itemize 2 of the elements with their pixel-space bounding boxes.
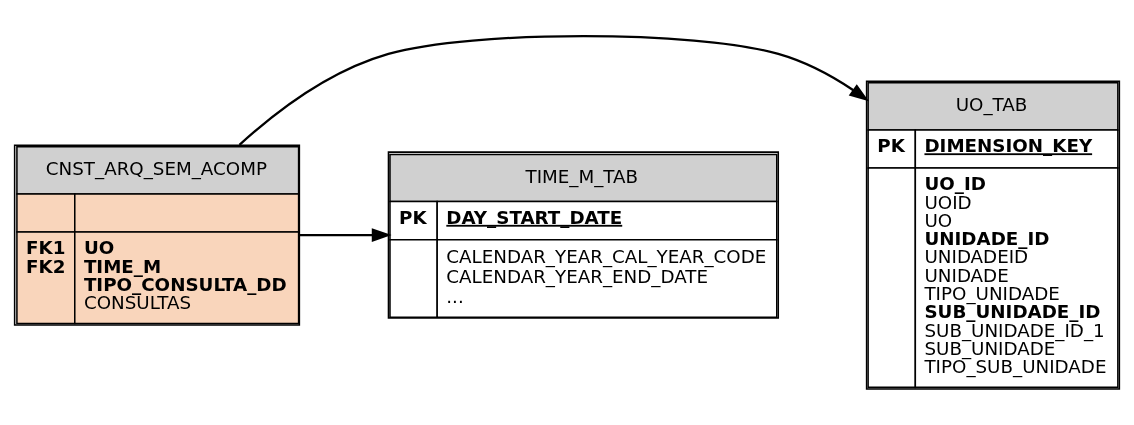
arrow <box>238 34 869 146</box>
arrow <box>299 228 392 243</box>
